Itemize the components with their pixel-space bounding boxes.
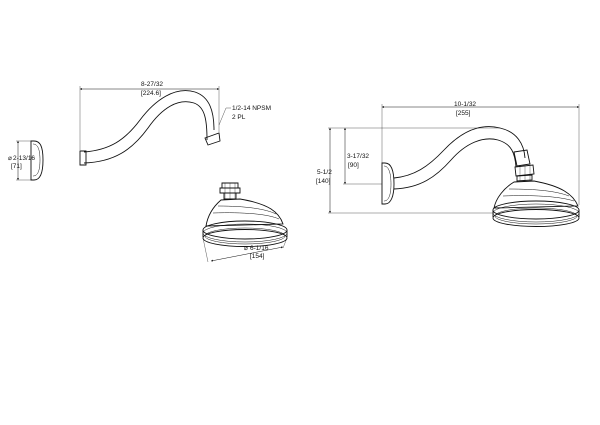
assembly-height-mm: [140] — [316, 178, 331, 185]
assembly-height-in: 5-1/2 — [317, 169, 332, 176]
arm-thread-spec: 1/2-14 NPSM — [232, 105, 271, 112]
flange-dia-in: 2-13/16 — [13, 155, 35, 162]
flange-dia-mm: [71] — [11, 163, 22, 170]
head-dia-symbol: ⌀ — [244, 245, 248, 252]
head-dia-in: 6-1/16 — [250, 245, 269, 252]
head-view: ⌀ 6-1/16 [154] — [202, 182, 288, 263]
assembly-reach-in: 10-1/32 — [454, 101, 476, 108]
assembly-drop-mm: [90] — [348, 162, 359, 169]
flange-view: ⌀ 2-13/16 [71] — [8, 140, 44, 181]
arm-view: 8-27/32 [224.6] 1/2-14 NPSM 2 PL — [79, 81, 271, 166]
arm-thread-count: 2 PL — [232, 114, 246, 121]
assembly-reach-mm: [255] — [456, 110, 471, 117]
assembly-view: 10-1/32 [255] 3-17/32 [90] 5-1/2 [140] — [316, 101, 580, 227]
assembly-drop-in: 3-17/32 — [347, 153, 369, 160]
arm-length-mm: [224.6] — [141, 90, 161, 97]
arm-length-in: 8-27/32 — [141, 81, 163, 88]
flange-dia-symbol: ⌀ — [8, 155, 12, 162]
head-dia-mm: [154] — [250, 253, 265, 260]
